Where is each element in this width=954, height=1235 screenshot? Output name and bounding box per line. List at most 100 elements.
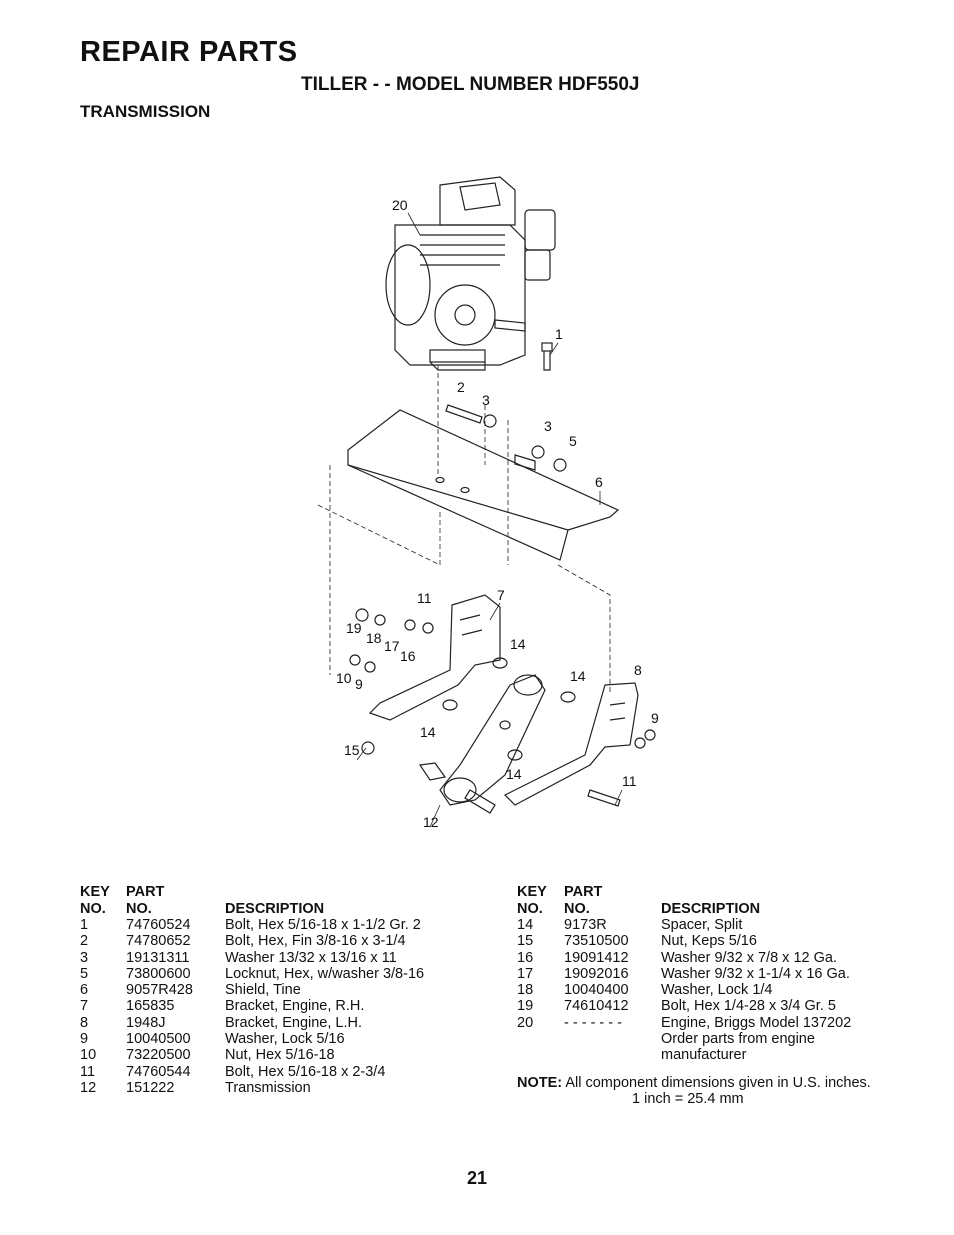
table-row: 10 73220500 Nut, Hex 5/16-18: [80, 1047, 460, 1063]
table-row: 15 73510500 Nut, Keps 5/16: [517, 933, 917, 949]
key-no-cell: 15: [517, 933, 534, 950]
part-no-cell: 1948J: [126, 1014, 166, 1031]
engine-bracket-lh: [503, 682, 639, 806]
callout-label: 14: [420, 724, 436, 740]
table-header: KEY NO. PART NO. DESCRIPTION: [80, 884, 460, 917]
callout-label: 10: [336, 670, 352, 686]
engine-bracket-rh: [368, 594, 501, 721]
callout-label: 9: [651, 710, 659, 726]
key-no-cell: 3: [80, 949, 89, 966]
part-no-cell: 73800600: [126, 965, 191, 982]
part-no-cell: 73510500: [564, 933, 629, 950]
part-no-cell: 10040500: [126, 1031, 191, 1048]
key-no-cell: 9: [80, 1031, 89, 1048]
table-row: manufacturer: [517, 1047, 917, 1063]
callout-label: 12: [423, 814, 439, 830]
table-row: 12 151222 Transmission: [80, 1080, 460, 1096]
key-no-cell: 5: [80, 965, 89, 982]
key-no-cell: 19: [517, 998, 534, 1015]
callout-label: 3: [544, 418, 552, 434]
description-cell: Washer 13/32 x 13/16 x 11: [225, 949, 397, 966]
fastener-set-2-3-5: [445, 404, 567, 472]
leader-lines: [356, 212, 623, 828]
description-cell: Nut, Hex 5/16-18: [225, 1047, 335, 1064]
dimension-note: NOTE: All component dimensions given in …: [517, 1075, 871, 1107]
callout-label: 8: [634, 662, 642, 678]
part-no-cell: 151222: [126, 1079, 175, 1096]
description-cell: Washer, Lock 1/4: [661, 982, 773, 999]
callout-label: 18: [366, 630, 382, 646]
part-no-cell: 74610412: [564, 998, 629, 1015]
key-no-cell: 10: [80, 1047, 97, 1064]
page-title: REPAIR PARTS: [80, 36, 298, 68]
description-cell: Transmission: [225, 1079, 311, 1096]
part-no-cell: 19131311: [126, 949, 190, 966]
key-no-cell: 2: [80, 933, 89, 950]
callout-label: 11: [417, 590, 432, 606]
table-row: 5 73800600 Locknut, Hex, w/washer 3/8-16: [80, 966, 460, 982]
description-cell: Spacer, Split: [661, 917, 743, 933]
callout-label: 14: [570, 668, 586, 684]
part-no-cell: 9173R: [564, 917, 607, 933]
table-row: Order parts from engine: [517, 1031, 917, 1047]
description-cell: Nut, Keps 5/16: [661, 933, 757, 950]
part-no-header-top: PART: [564, 884, 603, 900]
key-no-header-top: KEY: [80, 884, 110, 900]
part-no-cell: 73220500: [126, 1047, 191, 1064]
table-header: KEY NO. PART NO. DESCRIPTION: [517, 884, 917, 917]
page-number: 21: [466, 1168, 488, 1188]
description-cell: Locknut, Hex, w/washer 3/8-16: [225, 965, 425, 982]
tine-shield-illustration: [347, 409, 620, 561]
callout-label: 7: [497, 587, 505, 603]
description-cell: Bolt, Hex 5/16-18 x 1-1/2 Gr. 2: [225, 917, 421, 933]
key-no-header-bottom: NO.: [80, 901, 106, 917]
callout-label: 14: [510, 636, 526, 652]
description-header: DESCRIPTION: [661, 901, 761, 917]
callout-label: 16: [400, 648, 416, 664]
key-no-cell: 6: [80, 982, 89, 999]
description-cell: Bolt, Hex 1/4-28 x 3/4 Gr. 5: [661, 998, 836, 1015]
key-no-cell: 7: [80, 998, 89, 1015]
part-no-header-bottom: NO.: [564, 901, 590, 917]
part-no-header-top: PART: [126, 884, 165, 900]
callout-label: 5: [569, 433, 577, 449]
transmission-exploded-diagram: 20 1 2 3 3 5 6 11 7 19 18 17 16 14 14 8 …: [317, 176, 659, 830]
part-no-cell: 74760524: [126, 917, 191, 933]
callout-label: 3: [482, 392, 490, 408]
part-no-cell: - - - - - - -: [564, 1014, 622, 1031]
part-no-cell: 10040400: [564, 982, 629, 999]
key-no-cell: 12: [80, 1079, 97, 1096]
alignment-lines: [317, 365, 611, 695]
part-no-header-bottom: NO.: [126, 901, 152, 917]
description-header: DESCRIPTION: [225, 901, 325, 917]
table-row: 3 19131311 Washer 13/32 x 13/16 x 11: [80, 950, 460, 966]
description-cell: Washer 9/32 x 1-1/4 x 16 Ga.: [661, 965, 850, 982]
key-no-cell: 17: [517, 965, 534, 982]
description-cell: Shield, Tine: [225, 982, 301, 999]
transmission-illustration: [418, 674, 546, 814]
description-cell: manufacturer: [661, 1047, 747, 1064]
part-no-cell: 9057R428: [126, 982, 193, 999]
description-cell: Washer 9/32 x 7/8 x 12 Ga.: [661, 949, 837, 966]
model-subtitle: TILLER - - MODEL NUMBER HDF550J: [301, 74, 640, 95]
description-cell: Engine, Briggs Model 137202: [661, 1014, 852, 1031]
callout-label: 9: [355, 676, 363, 692]
part-no-cell: 19092016: [564, 965, 629, 982]
bolt-1-illustration: [541, 342, 553, 371]
table-row: 6 9057R428 Shield, Tine: [80, 982, 460, 998]
description-cell: Bolt, Hex 5/16-18 x 2-3/4: [225, 1063, 386, 1080]
key-no-header-bottom: NO.: [517, 901, 543, 917]
key-no-cell: 11: [80, 1063, 96, 1080]
part-no-cell: 165835: [126, 998, 175, 1015]
engine-illustration: [385, 176, 556, 371]
